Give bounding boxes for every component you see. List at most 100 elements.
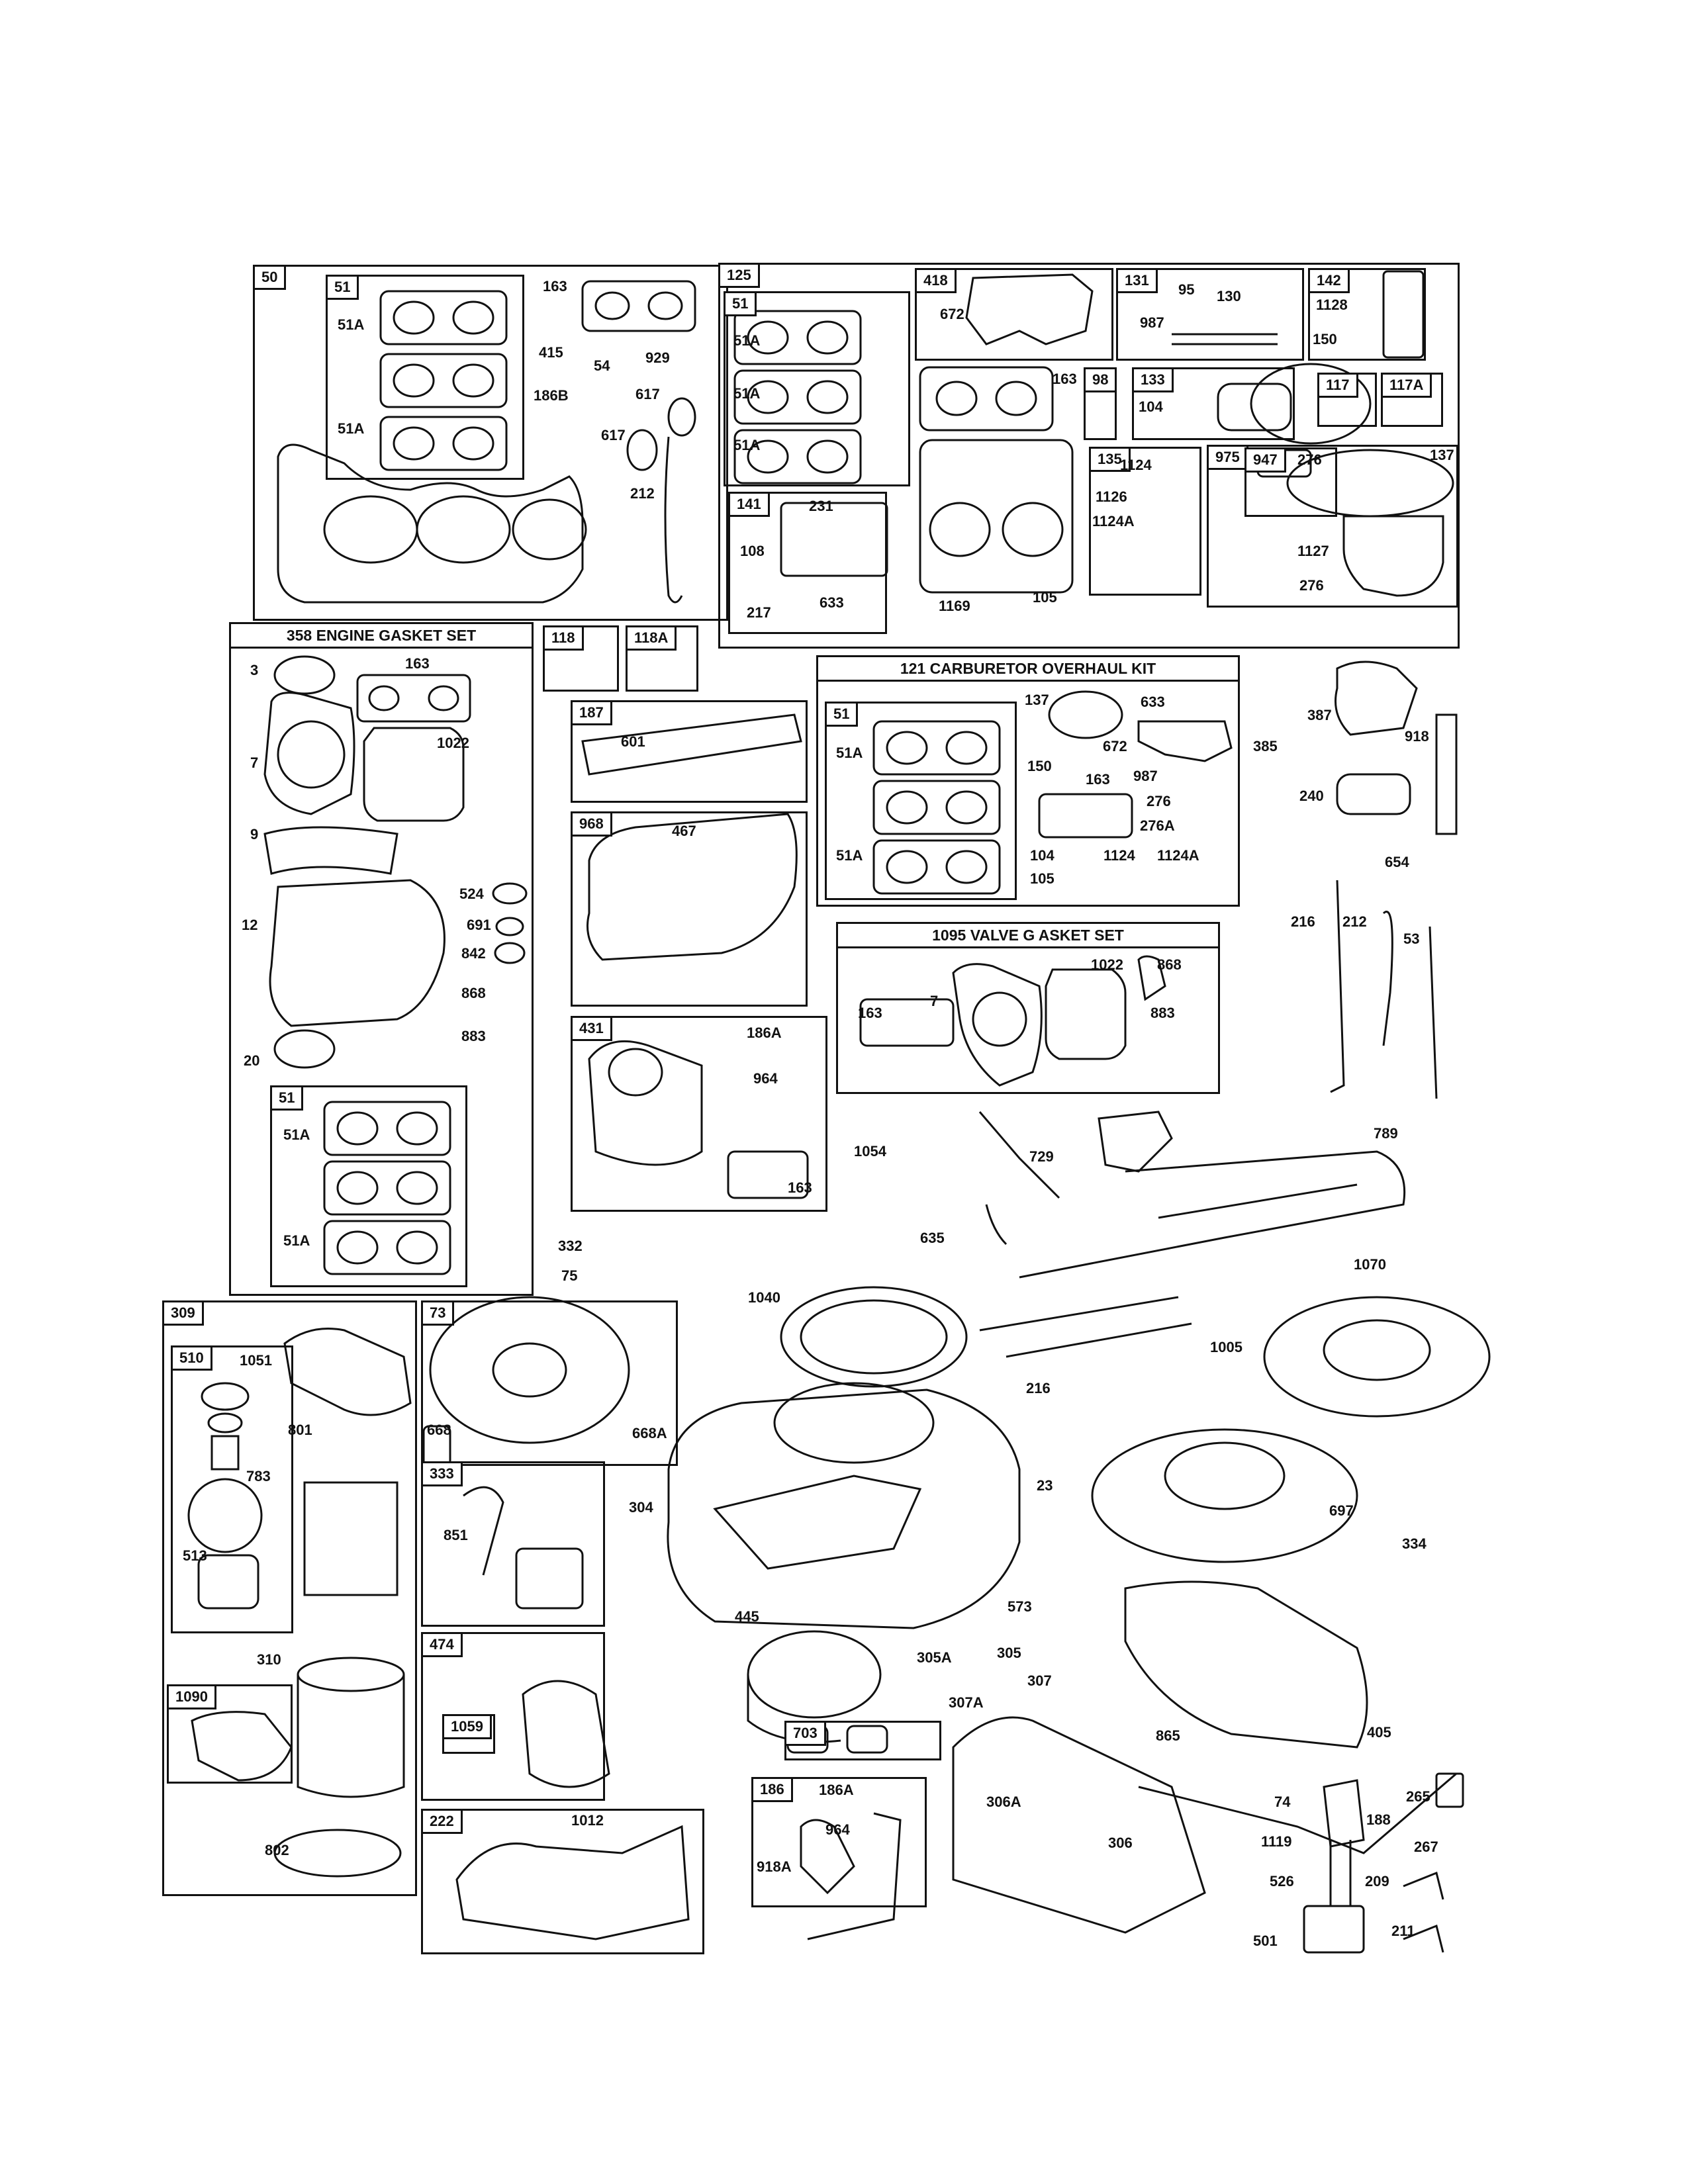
callout-label: 75	[561, 1267, 578, 1284]
callout-label: 130	[1217, 288, 1241, 304]
callout-label: 108	[740, 543, 765, 559]
box-125: 125	[718, 263, 1460, 649]
callout-label: 1022	[437, 735, 469, 751]
box-98: 98	[1084, 367, 1117, 440]
callout-125: 125	[720, 265, 760, 288]
title-engine-gasket-set: 358 ENGINE GASKET SET	[231, 624, 532, 649]
callout-label: 53	[1403, 931, 1420, 947]
callout-label: 51A	[733, 332, 761, 349]
callout-label: 868	[1157, 956, 1182, 973]
callout-label: 105	[1033, 589, 1057, 606]
callout-label: 672	[940, 306, 964, 322]
callout-label: 883	[1150, 1005, 1175, 1021]
callout-label: 7	[250, 754, 259, 771]
box-222: 222	[421, 1809, 704, 1954]
callout-label: 217	[747, 604, 771, 621]
box-51-gasket-set: 51	[270, 1085, 467, 1287]
callout-label: 51A	[283, 1126, 310, 1143]
box-118a: 118A	[626, 625, 698, 692]
callout-label: 1124	[1120, 457, 1152, 473]
callout-label: 51A	[338, 420, 365, 437]
callout-label: 1040	[748, 1289, 780, 1306]
callout-73: 73	[423, 1302, 455, 1326]
callout-label: 105	[1030, 870, 1055, 887]
callout-186: 186	[753, 1779, 793, 1802]
callout-label: 654	[1385, 854, 1409, 870]
callout-51: 51	[272, 1087, 304, 1111]
callout-label: 668	[427, 1422, 451, 1438]
box-50: 50	[253, 265, 728, 621]
callout-51: 51	[328, 277, 359, 300]
box-51-carb: 51	[724, 291, 910, 486]
callout-label: 209	[1365, 1873, 1389, 1889]
callout-label: 305	[997, 1645, 1021, 1661]
callout-51: 51	[827, 704, 859, 727]
callout-label: 729	[1029, 1148, 1054, 1165]
callout-418: 418	[917, 270, 957, 293]
callout-label: 137	[1025, 692, 1049, 708]
callout-label: 137	[1430, 447, 1454, 463]
callout-label: 216	[1291, 913, 1315, 930]
box-187: 187	[571, 700, 808, 803]
callout-703: 703	[786, 1723, 826, 1746]
callout-label: 1051	[240, 1352, 272, 1369]
callout-label: 789	[1374, 1125, 1398, 1142]
callout-label: 1054	[854, 1143, 886, 1160]
box-73: 73	[421, 1300, 678, 1466]
callout-label: 918	[1405, 728, 1429, 745]
box-valve-gasket-set: 1095 VALVE G ASKET SET	[836, 922, 1220, 1094]
callout-label: 1128	[1316, 296, 1348, 313]
callout-label: 95	[1178, 281, 1195, 298]
callout-label: 150	[1313, 331, 1337, 347]
callout-141: 141	[730, 494, 770, 517]
callout-label: 697	[1329, 1502, 1354, 1519]
callout-label: 783	[246, 1468, 271, 1484]
callout-1090: 1090	[169, 1686, 216, 1709]
box-703: 703	[784, 1721, 941, 1760]
box-117: 117	[1317, 373, 1377, 427]
callout-label: 9	[250, 826, 259, 842]
callout-label: 307A	[949, 1694, 984, 1711]
callout-label: 163	[405, 655, 430, 672]
box-1090: 1090	[167, 1684, 293, 1784]
callout-label: 1124A	[1157, 847, 1199, 864]
callout-label: 276	[1299, 577, 1324, 594]
callout-label: 918A	[757, 1858, 792, 1875]
callout-label: 276A	[1140, 817, 1175, 834]
box-474: 474	[421, 1632, 605, 1801]
callout-label: 987	[1140, 314, 1164, 331]
box-51-top: 51	[326, 275, 524, 480]
callout-label: 3	[250, 662, 259, 678]
callout-label: 672	[1103, 738, 1127, 754]
callout-label: 212	[630, 485, 655, 502]
callout-label: 1126	[1096, 488, 1127, 505]
callout-label: 74	[1274, 1794, 1291, 1810]
callout-label: 304	[629, 1499, 653, 1516]
callout-label: 51A	[733, 437, 761, 453]
callout-label: 334	[1402, 1535, 1427, 1552]
callout-135: 135	[1091, 449, 1131, 472]
box-431: 431	[571, 1016, 827, 1212]
callout-187: 187	[573, 702, 612, 725]
callout-label: 216	[1026, 1380, 1051, 1396]
callout-label: 526	[1270, 1873, 1294, 1889]
callout-label: 617	[601, 427, 626, 443]
callout-1059: 1059	[444, 1716, 492, 1739]
callout-50: 50	[255, 267, 287, 290]
title-valve-gasket-set: 1095 VALVE G ASKET SET	[838, 924, 1218, 948]
callout-975: 975	[1209, 447, 1248, 470]
box-975: 975	[1207, 445, 1458, 608]
callout-431: 431	[573, 1018, 612, 1041]
callout-118a: 118A	[628, 627, 677, 651]
callout-968: 968	[573, 813, 612, 837]
callout-label: 415	[539, 344, 563, 361]
box-510: 510	[171, 1345, 293, 1633]
box-309: 309	[162, 1300, 417, 1896]
box-117a: 117A	[1381, 373, 1443, 427]
callout-label: 163	[1053, 371, 1077, 387]
callout-label: 306	[1108, 1835, 1133, 1851]
box-968: 968	[571, 811, 808, 1007]
box-51-carb-kit: 51	[825, 702, 1017, 900]
callout-label: 310	[257, 1651, 281, 1668]
callout-label: 501	[1253, 1933, 1278, 1949]
